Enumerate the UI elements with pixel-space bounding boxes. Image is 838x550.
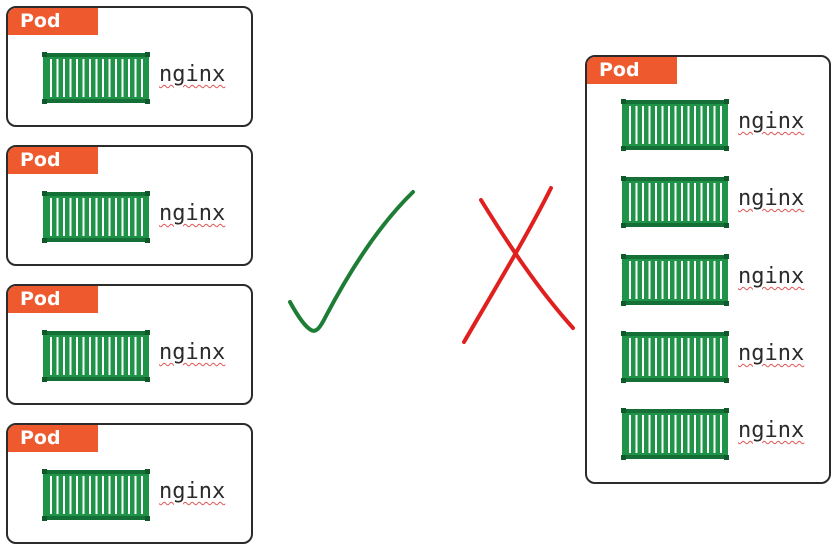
pod-box-multi: Pod nginx nginx nginx nginx nginx <box>585 55 831 484</box>
container-icon <box>621 331 729 383</box>
pod-box: Pod nginx <box>6 6 253 127</box>
container-icon <box>42 469 150 521</box>
container-name: nginx <box>738 418 805 443</box>
pod-label: Pod <box>8 286 98 313</box>
container-name: nginx <box>738 264 805 289</box>
pod-label: Pod <box>587 57 677 84</box>
pod-box: Pod nginx <box>6 284 253 405</box>
container-icon <box>621 408 729 460</box>
checkmark-icon <box>288 190 415 333</box>
container-name: nginx <box>159 479 226 504</box>
container-name: nginx <box>738 186 805 211</box>
container-icon <box>42 330 150 382</box>
pod-box: Pod nginx <box>6 145 253 266</box>
pod-label: Pod <box>8 425 98 452</box>
container-icon <box>621 99 729 151</box>
container-name: nginx <box>159 340 226 365</box>
container-icon <box>621 254 729 306</box>
container-name: nginx <box>738 341 805 366</box>
container-name: nginx <box>159 62 226 87</box>
cross-icon <box>462 186 575 344</box>
pod-box: Pod nginx <box>6 423 253 544</box>
pod-label: Pod <box>8 147 98 174</box>
container-name: nginx <box>159 201 226 226</box>
container-name: nginx <box>738 109 805 134</box>
container-icon <box>42 52 150 104</box>
container-icon <box>42 191 150 243</box>
container-icon <box>621 176 729 228</box>
pod-label: Pod <box>8 8 98 35</box>
